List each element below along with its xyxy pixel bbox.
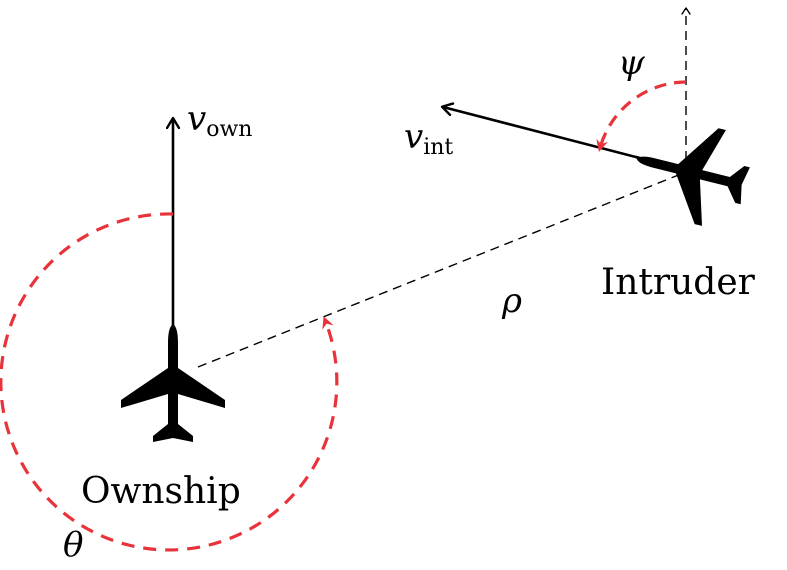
theta-label: θ [63, 525, 83, 565]
intruder-airplane-icon [624, 110, 758, 234]
intruder-label: Intruder [601, 262, 756, 303]
v-own-label: vown [187, 99, 252, 142]
range-line [197, 171, 687, 368]
psi-label: ψ [618, 43, 645, 83]
v-int-label: vint [404, 117, 453, 160]
psi-arc [596, 80, 687, 152]
ownship-airplane-icon [121, 324, 225, 442]
rho-label: ρ [501, 281, 522, 321]
ownship-label: Ownship [81, 471, 241, 512]
theta-arc [0, 212, 339, 552]
